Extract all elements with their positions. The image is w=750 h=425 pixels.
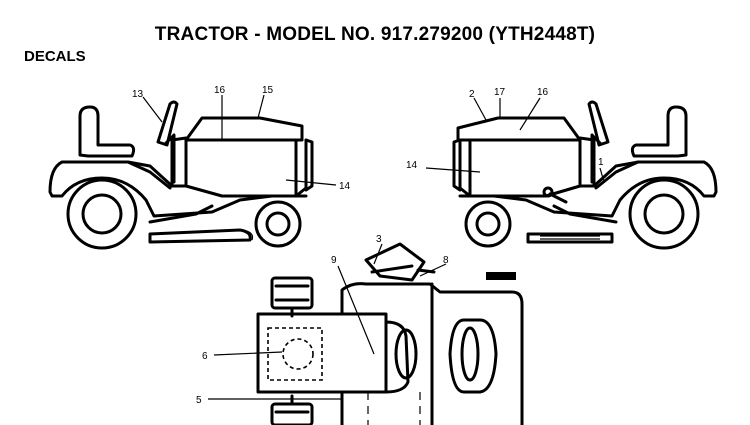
footrest xyxy=(552,204,618,224)
callout-3: 3 xyxy=(376,234,382,245)
tractor-top-view xyxy=(256,242,524,425)
rear-wheel xyxy=(66,178,138,250)
callout-6: 6 xyxy=(202,351,208,362)
footrest xyxy=(148,204,214,224)
tractor-right-side-view xyxy=(452,100,718,250)
callout-2: 2 xyxy=(469,89,475,100)
rear-wheel xyxy=(628,178,700,250)
callout-16-left: 16 xyxy=(214,85,226,96)
callout-14-left: 14 xyxy=(339,181,351,192)
hood xyxy=(456,116,582,142)
callout-leaders xyxy=(142,94,605,400)
seat xyxy=(630,105,688,158)
steering-wheel xyxy=(587,100,610,147)
callout-1: 1 xyxy=(598,157,604,168)
grille-top-view xyxy=(448,318,498,394)
mower-deck xyxy=(526,232,614,244)
front-wheel xyxy=(464,200,512,248)
mower-deck xyxy=(148,228,252,244)
callout-17: 17 xyxy=(494,87,506,98)
callout-16-right: 16 xyxy=(537,87,549,98)
callout-14-right: 14 xyxy=(406,160,418,171)
callout-15: 15 xyxy=(262,85,274,96)
callout-labels: 13 16 15 14 2 17 16 14 1 3 8 9 6 5 xyxy=(132,85,604,406)
rear-tire-top xyxy=(270,276,314,310)
callout-5: 5 xyxy=(196,395,202,406)
diagram-title: TRACTOR - MODEL NO. 917.279200 (YTH2448T… xyxy=(154,24,596,45)
callout-8: 8 xyxy=(443,255,449,266)
steering-wheel xyxy=(156,100,179,147)
rear-tire-bottom xyxy=(270,402,314,425)
decal-dashed-outline xyxy=(267,327,323,381)
callout-9: 9 xyxy=(331,255,337,266)
lift-lever xyxy=(542,186,554,198)
front-wheel xyxy=(254,200,302,248)
front-bumper xyxy=(486,272,516,280)
hood-top-view xyxy=(340,282,524,425)
seat xyxy=(78,105,136,158)
rear-fender xyxy=(48,160,308,218)
hood xyxy=(184,116,304,142)
tractor-left-side-view xyxy=(48,100,314,250)
section-label: DECALS xyxy=(24,48,86,65)
callout-13: 13 xyxy=(132,89,144,100)
rear-fender xyxy=(458,160,718,218)
